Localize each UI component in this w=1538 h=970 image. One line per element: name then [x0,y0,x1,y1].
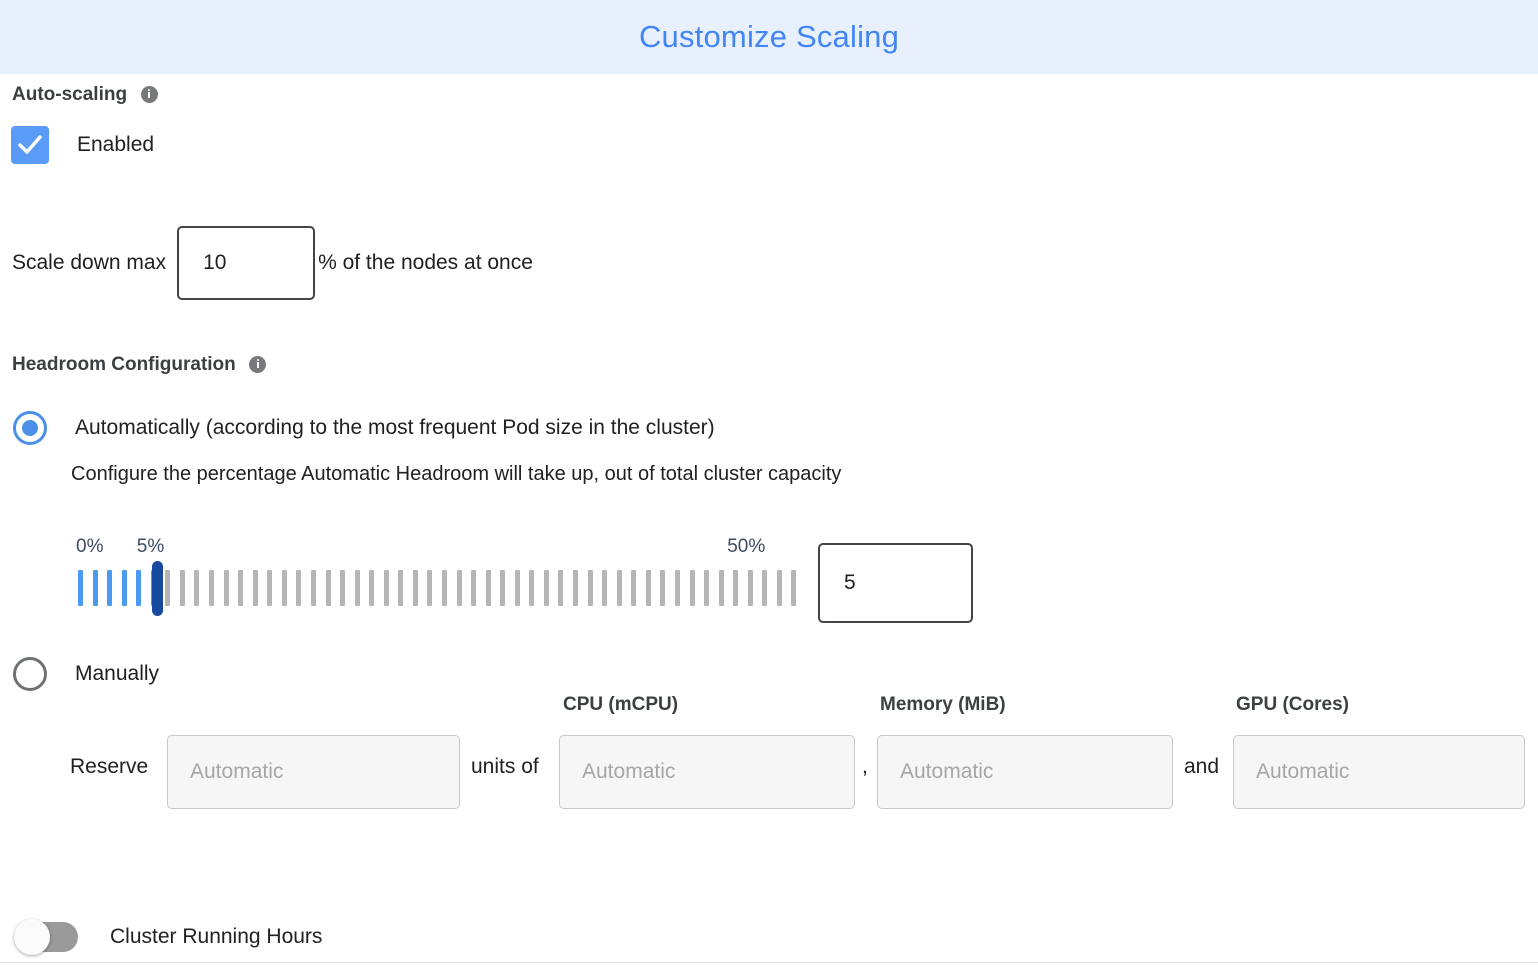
autoscaling-section-header: Auto-scaling [12,84,158,106]
scale-down-max-suffix-label: % of the nodes at once [318,251,533,274]
headroom-help-text: Configure the percentage Automatic Headr… [71,463,842,485]
headroom-slider-track[interactable] [78,570,806,606]
slider-tick [616,570,622,606]
slider-tick [674,570,680,606]
cluster-running-hours-toggle[interactable] [14,919,78,955]
slider-tick [427,570,433,606]
comma-separator: , [862,755,868,778]
slider-tick [325,570,331,606]
slider-tick [412,570,418,606]
slider-tick [296,570,302,606]
headroom-slider-thumb[interactable] [151,561,163,616]
slider-tick [587,570,593,606]
reserve-cpu-input[interactable] [559,735,855,809]
headroom-percent-input[interactable] [818,543,973,623]
slider-tick [776,570,782,606]
column-header-cpu: CPU (mCPU) [563,694,679,715]
slider-tick [252,570,258,606]
info-icon[interactable] [140,85,158,103]
slider-tick [223,570,229,606]
column-header-memory: Memory (MiB) [880,694,1006,715]
slider-tick [281,570,287,606]
headroom-section-label: Headroom Configuration [12,354,236,375]
reserve-label: Reserve [70,755,149,778]
slider-tick [136,570,142,606]
slider-tick [733,570,739,606]
slider-min-label: 0% [76,536,104,557]
slider-tick [456,570,462,606]
slider-tick [704,570,710,606]
reserve-units-input[interactable] [167,735,460,809]
scale-down-max-row: Scale down max % of the nodes at once [12,226,533,300]
slider-tick [485,570,491,606]
page-header: Customize Scaling [0,0,1538,74]
scale-down-max-input[interactable] [177,226,316,300]
autoscaling-enabled-label: Enabled [77,133,155,156]
slider-tick [107,570,113,606]
slider-tick [238,570,244,606]
cluster-running-hours-row[interactable]: Cluster Running Hours [14,919,323,955]
slider-tick [354,570,360,606]
headroom-manual-label: Manually [75,662,160,685]
slider-tick [340,570,346,606]
slider-tick [500,570,506,606]
slider-tick [471,570,477,606]
column-header-gpu: GPU (Cores) [1236,694,1349,715]
bottom-divider [0,962,1538,963]
slider-tick [165,570,171,606]
slider-tick [543,570,549,606]
autoscaling-section-label: Auto-scaling [12,84,128,105]
slider-tick [514,570,520,606]
slider-max-label: 50% [727,536,766,557]
cluster-running-hours-label: Cluster Running Hours [110,925,323,948]
slider-tick [602,570,608,606]
slider-tick [660,570,666,606]
slider-value-label: 5% [136,536,165,557]
slider-tick [573,570,579,606]
slider-tick [689,570,695,606]
autoscaling-enabled-checkbox[interactable] [11,126,49,164]
slider-tick [78,570,83,606]
headroom-automatic-label: Automatically (according to the most fre… [75,416,715,439]
slider-tick [747,570,753,606]
headroom-manual-option[interactable]: Manually [13,657,159,691]
units-of-label: units of [471,755,539,778]
slider-tick [791,570,797,606]
slider-tick [558,570,564,606]
toggle-knob [14,919,50,955]
headroom-automatic-option[interactable]: Automatically (according to the most fre… [13,411,715,445]
headroom-automatic-radio[interactable] [13,411,47,445]
slider-tick [442,570,447,606]
slider-tick [194,570,200,606]
slider-tick [718,570,724,606]
and-separator: and [1184,755,1220,778]
slider-tick [92,570,98,606]
slider-tick [645,570,651,606]
headroom-slider-block: 0% 5% 50% [0,536,1000,636]
headroom-section-header: Headroom Configuration [12,354,267,376]
reserve-gpu-input[interactable] [1233,735,1525,809]
reserve-memory-input[interactable] [877,735,1173,809]
autoscaling-enabled-row[interactable]: Enabled [11,126,154,164]
check-icon [18,135,42,154]
slider-tick [179,570,185,606]
slider-tick [383,570,389,606]
slider-tick [529,570,535,606]
headroom-manual-reserve-row: CPU (mCPU) Memory (MiB) GPU (Cores) Rese… [0,694,1538,840]
info-icon[interactable] [249,355,267,373]
slider-tick [121,570,127,606]
slider-tick [369,570,375,606]
headroom-manual-radio[interactable] [13,657,47,691]
slider-tick [762,570,768,606]
slider-tick [267,570,273,606]
page-title: Customize Scaling [638,19,900,54]
scale-down-max-prefix-label: Scale down max [12,251,167,274]
slider-tick [631,570,637,606]
slider-tick [310,570,316,606]
slider-tick [398,570,404,606]
slider-tick [209,570,215,606]
